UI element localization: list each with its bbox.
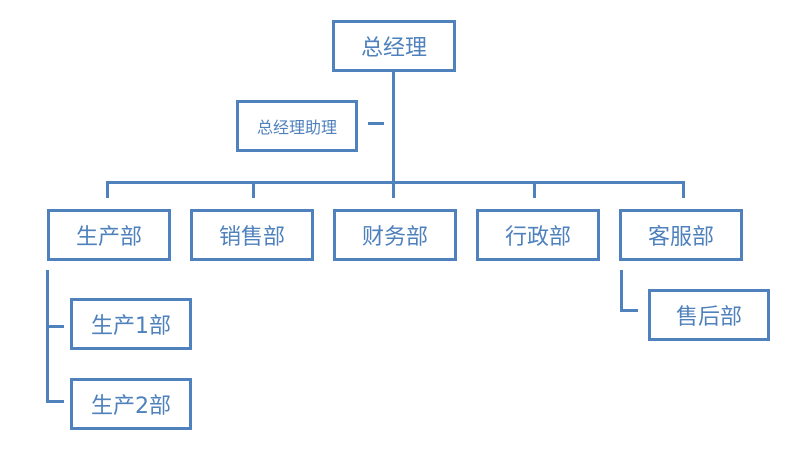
connector-root-vertical <box>392 70 395 184</box>
connector-dept-2 <box>252 181 255 198</box>
connector-production-1 <box>46 325 64 328</box>
node-customer-service-dept[interactable]: 客服部 <box>619 209 743 261</box>
node-general-manager-assistant[interactable]: 总经理助理 <box>236 100 358 152</box>
connector-service-vertical <box>620 270 623 312</box>
connector-dept-3 <box>392 181 395 198</box>
connector-dept-1 <box>106 181 109 198</box>
node-finance-dept[interactable]: 财务部 <box>333 209 457 261</box>
connector-after-sales <box>620 309 638 312</box>
connector-assistant <box>368 122 384 125</box>
connector-dept-5 <box>682 181 685 198</box>
node-admin-dept[interactable]: 行政部 <box>476 209 600 261</box>
node-production-dept[interactable]: 生产部 <box>47 209 171 261</box>
connector-production-vertical <box>46 270 49 403</box>
node-general-manager[interactable]: 总经理 <box>332 20 456 72</box>
node-sales-dept[interactable]: 销售部 <box>190 209 314 261</box>
node-after-sales[interactable]: 售后部 <box>648 289 770 341</box>
connector-production-2 <box>46 400 64 403</box>
connector-dept-4 <box>533 181 536 198</box>
node-production-2[interactable]: 生产2部 <box>70 378 192 430</box>
connector-departments-horizontal <box>106 181 685 184</box>
node-production-1[interactable]: 生产1部 <box>70 298 192 350</box>
